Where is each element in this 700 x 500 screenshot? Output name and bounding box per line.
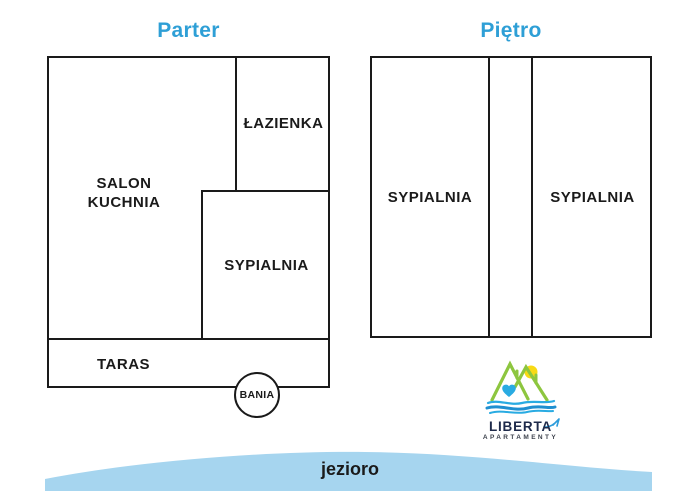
room-salon-kuchnia: SALON KUCHNIA: [47, 174, 201, 212]
parter-title: Parter: [157, 19, 220, 42]
brand-name: LIBERTA: [488, 419, 553, 434]
heart-icon: [502, 384, 516, 397]
pietro-title: Piętro: [480, 19, 542, 42]
pietro-corridor-wall-left: [488, 56, 490, 338]
liberta-logo-mark: [485, 360, 560, 428]
room-sypialnia-parter: SYPIALNIA: [201, 190, 330, 338]
mountain-right-icon: [513, 363, 549, 402]
pietro-outline: [370, 56, 652, 338]
room-salon-label: SALON: [96, 175, 152, 192]
room-sypialnia-pietro-left: SYPIALNIA: [372, 56, 488, 338]
room-sypialnia-parter-label: SYPIALNIA: [224, 256, 309, 274]
bania-label: BANIA: [239, 389, 275, 401]
logo-wave-top-icon: [486, 399, 556, 405]
mountain-left-icon: [490, 360, 530, 402]
bania-circle: BANIA: [234, 372, 280, 418]
room-lazienka: ŁAZIENKA: [235, 56, 330, 192]
room-sypialnia-pietro-left-label: SYPIALNIA: [387, 188, 473, 206]
brand-swoosh-icon: [543, 418, 560, 428]
room-lazienka-label: ŁAZIENKA: [243, 114, 324, 132]
room-taras: TARAS: [47, 338, 330, 388]
room-taras-label: TARAS: [97, 355, 151, 373]
logo-wave-middle-icon: [485, 405, 557, 411]
room-kuchnia-label: KUCHNIA: [87, 194, 161, 211]
parter-outline: [47, 56, 330, 388]
logo-wave-bottom-icon: [489, 409, 554, 414]
brand-subtitle: APARTAMENTY: [482, 434, 559, 441]
room-sypialnia-pietro-right: SYPIALNIA: [533, 56, 652, 338]
lake-wave-shape: [45, 451, 652, 491]
lake-label: jezioro: [320, 459, 379, 479]
pietro-corridor-wall-right: [531, 56, 533, 338]
room-sypialnia-pietro-right-label: SYPIALNIA: [550, 188, 635, 206]
